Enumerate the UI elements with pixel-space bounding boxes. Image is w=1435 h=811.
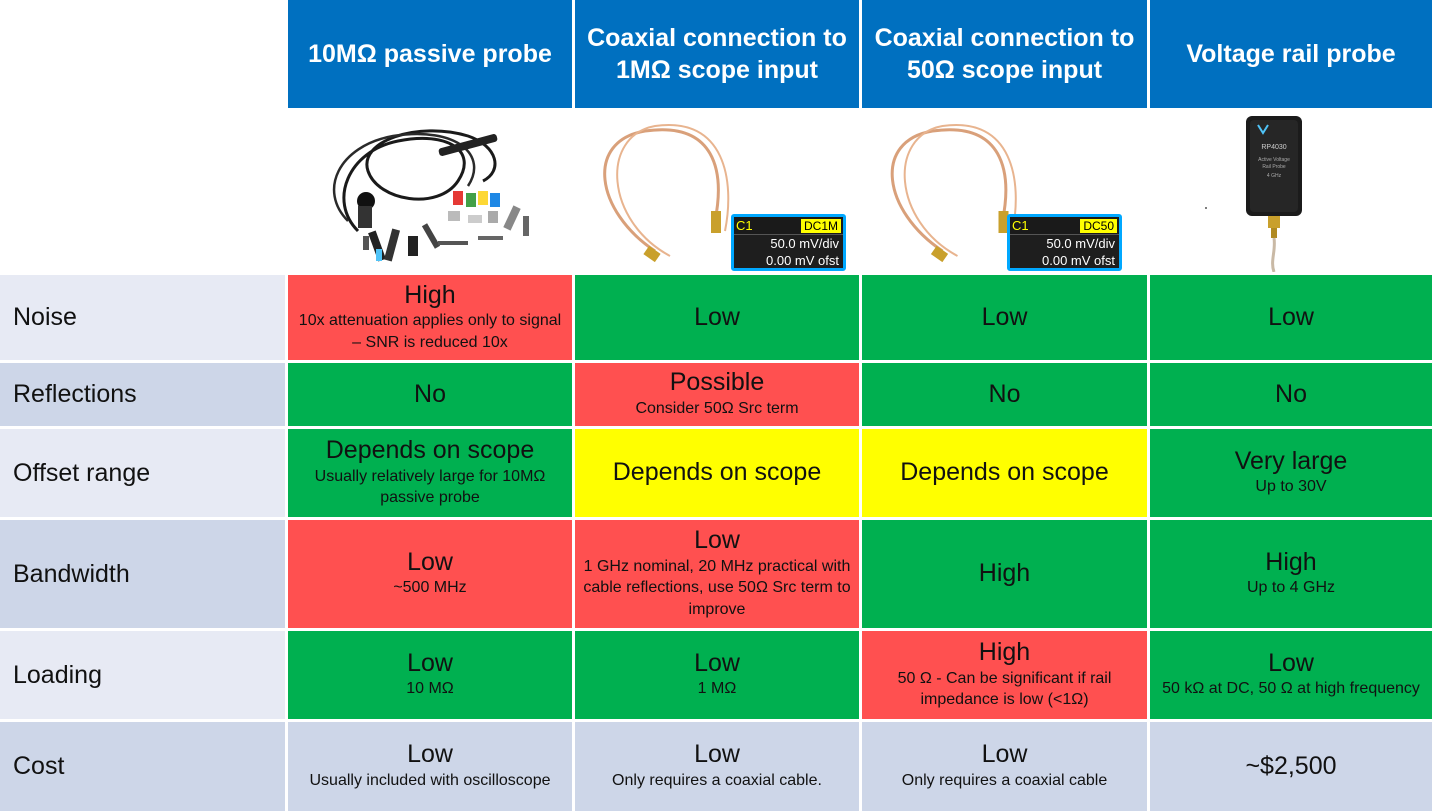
coax-50-image: C1 DC50 50.0 mV/div 0.00 mV ofst bbox=[862, 111, 1147, 272]
cell-detail: 1 GHz nominal, 20 MHz practical with cab… bbox=[583, 557, 851, 619]
table-cell-coax-50: Low bbox=[862, 275, 1147, 360]
cell-rating: Low bbox=[407, 648, 453, 677]
rail-probe-image: RP4030 Active Voltage Rail Probe 4 GHz bbox=[1150, 111, 1432, 272]
table-cell-passive-probe: Low 10 MΩ bbox=[288, 631, 572, 719]
cell-detail: 1 MΩ bbox=[697, 680, 737, 698]
cell-rating: Depends on scope bbox=[900, 458, 1109, 487]
scope-offset: 0.00 mV ofst bbox=[1042, 253, 1115, 268]
row-label-reflections: Reflections bbox=[0, 363, 285, 426]
image-row-corner bbox=[0, 111, 285, 272]
cell-rating: Low bbox=[1268, 648, 1314, 677]
cell-rating: Possible bbox=[669, 368, 765, 397]
cell-rating: Low bbox=[694, 302, 740, 331]
cell-detail: Up to 4 GHz bbox=[1246, 579, 1336, 597]
cell-rating: High bbox=[978, 559, 1031, 588]
row-label-offset-range: Offset range bbox=[0, 429, 285, 517]
table-cell-coax-1m: Low bbox=[575, 275, 859, 360]
cell-rating: Low bbox=[407, 547, 453, 576]
scope-vdiv: 50.0 mV/div bbox=[1046, 236, 1115, 251]
scope-channel: C1 bbox=[736, 218, 753, 233]
cell-rating: Very large bbox=[1234, 446, 1348, 475]
cell-rating: Low bbox=[1268, 302, 1314, 331]
table-cell-passive-probe: No bbox=[288, 363, 572, 426]
table-cell-coax-50: Depends on scope bbox=[862, 429, 1147, 517]
cell-rating: No bbox=[988, 379, 1021, 408]
cell-rating: Depends on scope bbox=[612, 458, 822, 487]
cell-detail: 50 kΩ at DC, 50 Ω at high frequency bbox=[1162, 680, 1420, 698]
column-header-coax-50: Coaxial connection to 50Ω scope input bbox=[862, 0, 1147, 108]
cell-detail: 50 Ω - Can be significant if rail impeda… bbox=[897, 669, 1112, 709]
cell-rating: Depends on scope bbox=[325, 436, 535, 465]
table-cell-rail-probe: Very large Up to 30V bbox=[1150, 429, 1432, 517]
row-label-bandwidth: Bandwidth bbox=[0, 520, 285, 628]
cell-rating: Low bbox=[694, 740, 740, 769]
passive-probe-kit-image bbox=[288, 111, 572, 272]
row-label-cost: Cost bbox=[0, 722, 285, 811]
column-header-rail-probe: Voltage rail probe bbox=[1150, 0, 1432, 108]
coaxial-cable-icon bbox=[603, 123, 730, 263]
coaxial-cable-icon bbox=[890, 123, 1017, 263]
cell-detail: Only requires a coaxial cable bbox=[901, 771, 1108, 789]
cell-rating: Low bbox=[694, 526, 740, 555]
cell-rating: Low bbox=[981, 740, 1028, 769]
cell-rating: Low bbox=[694, 648, 740, 677]
probe-model-label: RP4030 bbox=[1261, 144, 1286, 151]
cell-rating: Low bbox=[981, 302, 1028, 331]
scope-coupling-badge: DC1M bbox=[800, 218, 841, 233]
cell-detail: Consider 50Ω Src term bbox=[635, 399, 799, 417]
cell-detail: Usually included with oscilloscope bbox=[309, 771, 551, 789]
cell-rating: Low bbox=[407, 740, 453, 769]
cell-rating: High bbox=[1265, 547, 1317, 576]
table-cell-rail-probe: High Up to 4 GHz bbox=[1150, 520, 1432, 628]
scope-readout-1m: C1 DC1M 50.0 mV/div 0.00 mV ofst bbox=[731, 214, 846, 271]
table-cell-coax-50: No bbox=[862, 363, 1147, 426]
table-corner bbox=[0, 0, 285, 108]
table-cell-rail-probe: ~$2,500 bbox=[1150, 722, 1432, 811]
rail-probe-icon: RP4030 Active Voltage Rail Probe 4 GHz bbox=[1205, 116, 1302, 272]
scope-vdiv: 50.0 mV/div bbox=[770, 236, 839, 251]
table-cell-coax-50: High bbox=[862, 520, 1147, 628]
scope-channel: C1 bbox=[1012, 218, 1029, 233]
cell-rating: No bbox=[1275, 379, 1307, 408]
cell-detail: Up to 30V bbox=[1255, 478, 1327, 496]
cell-detail: Only requires a coaxial cable. bbox=[612, 771, 822, 789]
cell-detail: Usually relatively large for 10MΩ passiv… bbox=[314, 467, 546, 507]
table-cell-rail-probe: No bbox=[1150, 363, 1432, 426]
passive-probe-kit-icon bbox=[332, 129, 529, 262]
table-cell-coax-1m: Depends on scope bbox=[575, 429, 859, 517]
column-header-passive-probe: 10MΩ passive probe bbox=[288, 0, 572, 108]
table-cell-rail-probe: Low bbox=[1150, 275, 1432, 360]
cell-rating: High bbox=[978, 638, 1031, 667]
row-label-noise: Noise bbox=[0, 275, 285, 360]
cell-rating: ~$2,500 bbox=[1245, 751, 1337, 780]
cell-detail: 10 MΩ bbox=[406, 680, 454, 698]
cell-rating: High bbox=[404, 280, 456, 309]
probe-desc-line1: Active Voltage bbox=[1258, 157, 1290, 163]
table-cell-coax-1m: Low 1 MΩ bbox=[575, 631, 859, 719]
table-cell-passive-probe: High 10x attenuation applies only to sign… bbox=[288, 275, 572, 360]
scope-readout-50: C1 DC50 50.0 mV/div 0.00 mV ofst bbox=[1007, 214, 1122, 271]
column-header-coax-1m: Coaxial connection to 1MΩ scope input bbox=[575, 0, 859, 108]
scope-offset: 0.00 mV ofst bbox=[766, 253, 839, 268]
table-cell-rail-probe: Low 50 kΩ at DC, 50 Ω at high frequency bbox=[1150, 631, 1432, 719]
probe-desc-line2: Rail Probe bbox=[1262, 164, 1286, 170]
probe-desc-line3: 4 GHz bbox=[1267, 173, 1282, 179]
coax-1m-image: C1 DC1M 50.0 mV/div 0.00 mV ofst bbox=[575, 111, 859, 272]
table-cell-passive-probe: Low ~500 MHz bbox=[288, 520, 572, 628]
cell-detail: ~500 MHz bbox=[393, 579, 467, 597]
row-label-loading: Loading bbox=[0, 631, 285, 719]
cell-detail: 10x attenuation applies only to signal –… bbox=[298, 312, 562, 351]
scope-coupling-badge: DC50 bbox=[1080, 218, 1117, 233]
cell-rating: No bbox=[414, 379, 446, 408]
